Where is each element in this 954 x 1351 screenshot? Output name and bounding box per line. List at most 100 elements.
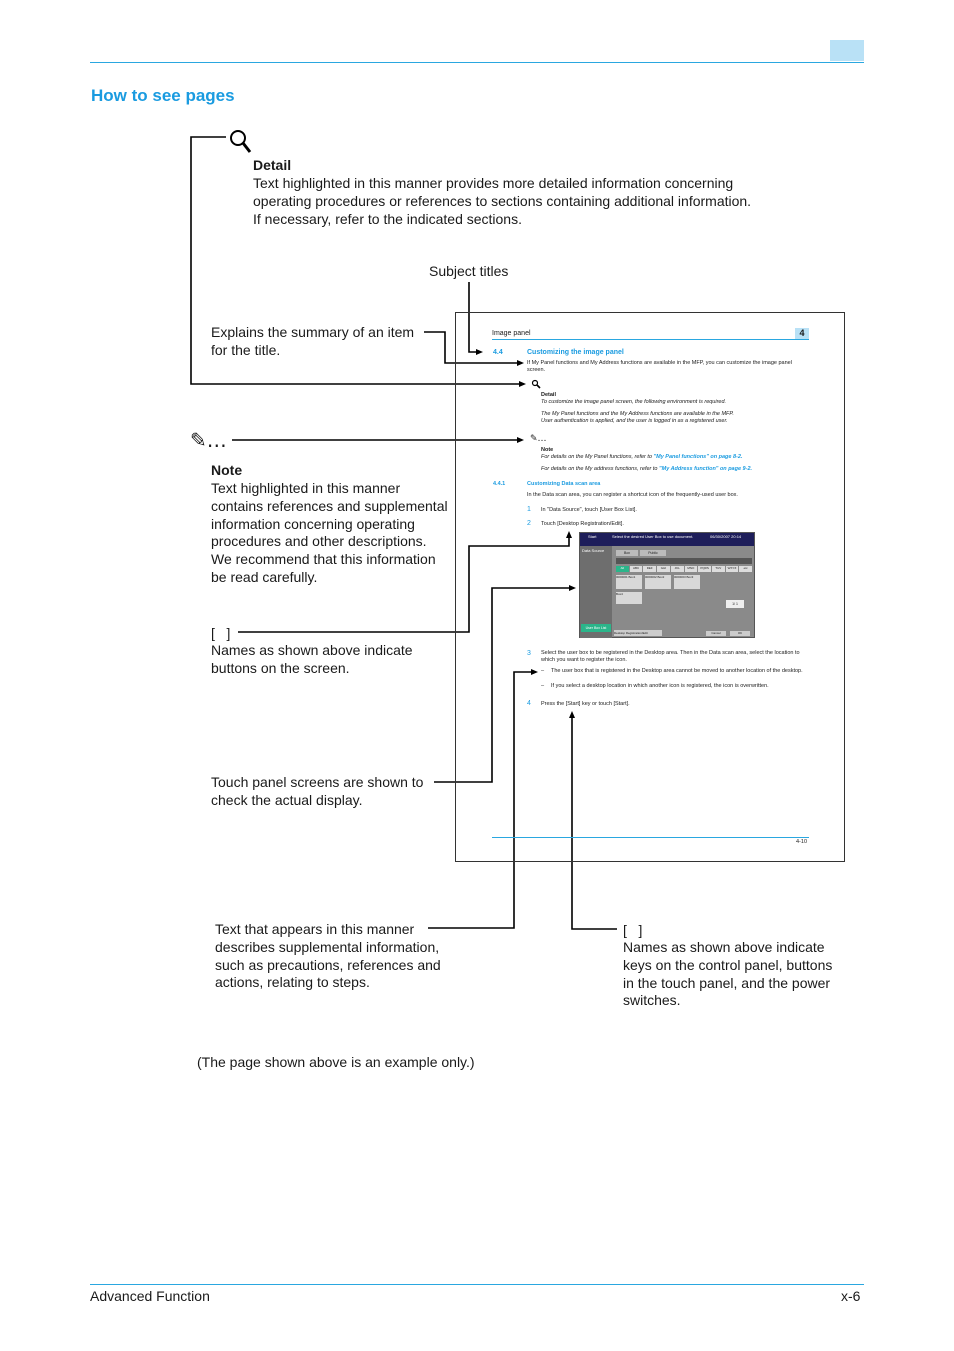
sample-bullet-1-dash: –: [541, 668, 545, 674]
sample-step-1-num: 1: [527, 506, 531, 513]
note-line-1: Text highlighted in this manner: [211, 480, 401, 496]
detail-line-3: If necessary, refer to the indicated sec…: [253, 211, 522, 227]
detail-line-2: operating procedures or references to se…: [253, 193, 752, 209]
sample-detail-line-1: To customize the image panel screen, the…: [541, 399, 727, 405]
footer-page-number: x-6: [841, 1288, 861, 1304]
note-pencil-icon: ✎…: [190, 428, 227, 452]
screen-index-key[interactable]: ABC: [629, 566, 643, 572]
screen-index-key[interactable]: DEF: [643, 566, 657, 572]
footer-rule: [90, 1284, 864, 1285]
sample-touch-screen: Start Select the desired User Box to use…: [579, 532, 755, 638]
sample-detail-line-2: The My Panel functions and the My Addres…: [541, 411, 734, 417]
brackets-screen-symbol: [ ]: [211, 625, 231, 641]
screen-page-indicator: 1/ 1: [726, 600, 744, 608]
screen-index-key[interactable]: All: [616, 566, 629, 572]
screen-ok-button[interactable]: OK: [730, 631, 750, 636]
summary-line-1: Explains the summary of an item: [211, 324, 415, 340]
touch-panel-line-1: Touch panel screens are shown to: [211, 774, 424, 790]
subject-titles-label: Subject titles: [429, 263, 509, 279]
sample-note-line-1-text: For details on the My Panel functions, r…: [541, 454, 654, 460]
screen-box-4[interactable]: Box4: [616, 592, 642, 604]
sample-step-4-num: 4: [527, 700, 531, 707]
screen-box-3[interactable]: 0000003 Box3: [674, 575, 700, 589]
sample-note-line-2-text: For details on the My address functions,…: [541, 466, 660, 472]
screen-box-1[interactable]: 0000001 Box1: [616, 575, 642, 589]
sample-footer-rule: [492, 837, 809, 838]
note-heading: Note: [211, 462, 243, 478]
touch-panel-line: [434, 587, 572, 783]
sample-note-heading: Note: [541, 447, 554, 453]
screen-title-bar: [580, 533, 754, 546]
screen-index-key[interactable]: PQRS: [698, 566, 711, 572]
sample-chapter-tab: 4: [795, 328, 809, 339]
screen-clock: 06/30/2007 20:14: [710, 534, 742, 539]
screen-index-key[interactable]: TUV: [711, 566, 725, 572]
note-line-5: We recommend that this information: [211, 551, 436, 567]
subject-line: [468, 282, 479, 353]
detail-line-1: Text highlighted in this manner provides…: [253, 175, 734, 191]
sample-step-3-num: 3: [527, 650, 531, 657]
sample-section-title: Customizing the image panel: [527, 349, 624, 356]
brackets-screen-line-2: buttons on the screen.: [211, 660, 350, 676]
example-note: (The page shown above is an example only…: [197, 1054, 475, 1070]
supplemental-line-4: actions, relating to steps.: [215, 974, 370, 990]
sample-step-1-text: In "Data Source", touch [User Box List].: [541, 507, 637, 513]
screen-path-bar: [616, 558, 752, 564]
sample-header-rule: [492, 339, 809, 340]
screen-index-key[interactable]: WXYZ: [725, 566, 739, 572]
page-title: How to see pages: [91, 86, 235, 105]
sample-note-link-1[interactable]: "My Panel functions" on page 8-2.: [653, 454, 743, 460]
screen-index-key[interactable]: etc: [739, 566, 753, 572]
detail-line: [190, 136, 522, 385]
screen-index-key[interactable]: GHI: [657, 566, 670, 572]
sample-bullet-1: The user box that is registered in the D…: [551, 668, 803, 674]
sample-subsection-title: Customizing Data scan area: [527, 481, 601, 487]
summary-line: [424, 331, 520, 364]
sample-step-3-text: Select the user box to be registered in …: [541, 650, 800, 663]
brackets-screen-line-1: Names as shown above indicate: [211, 642, 413, 658]
screen-title: Select the desired User Box to use docum…: [612, 534, 694, 539]
supplemental-line-3: such as precautions, references and: [215, 957, 441, 973]
screen-index-key[interactable]: JKL: [670, 566, 684, 572]
footer-left: Advanced Function: [90, 1288, 210, 1304]
sample-note-link-2[interactable]: "My Address function" on page 9-2.: [659, 466, 753, 472]
screen-side-panel: [580, 546, 612, 638]
screen-box-2[interactable]: 0000002 Box2: [645, 575, 671, 589]
supplemental-line: [428, 671, 534, 929]
screen-side-label: Data Source: [582, 548, 605, 553]
note-line-2: contains references and supplemental: [211, 498, 448, 514]
chapter-tab: [830, 40, 864, 61]
supplemental-line-2: describes supplemental information,: [215, 939, 440, 955]
sample-bullet-2-dash: –: [541, 683, 545, 689]
sample-note-line-1: For details on the My Panel functions, r…: [541, 454, 742, 461]
sample-intro: If My Panel functions and My Address fun…: [527, 360, 792, 373]
sample-subsection-num: 4.4.1: [493, 481, 506, 487]
screen-index-key[interactable]: MNO: [684, 566, 698, 572]
screen-start-label: Start: [588, 534, 597, 539]
sample-step-2-text: Touch [Desktop Registration/Edit].: [541, 521, 624, 527]
supplemental-line-1: Text that appears in this manner: [215, 921, 415, 937]
summary-line-2: for the title.: [211, 342, 281, 358]
brackets-keys-line-1: Names as shown above indicate: [623, 939, 825, 955]
screen-tab-box[interactable]: Box: [616, 550, 638, 556]
screen-cancel-button[interactable]: Cancel: [706, 631, 726, 636]
screen-desktop-registration-button[interactable]: Desktop Registration/Edit: [614, 630, 662, 636]
brackets-keys-line: [571, 715, 617, 930]
sample-step-4-text: Press the [Start] key or touch [Start].: [541, 701, 630, 707]
sample-page: [455, 312, 845, 862]
screen-index-keys: All ABC DEF GHI JKL MNO PQRS TUV WXYZ et…: [616, 566, 753, 572]
sample-header: Image panel: [492, 330, 531, 337]
touch-panel-line-2: check the actual display.: [211, 792, 363, 808]
sample-bullet-2: If you select a desktop location in whic…: [551, 683, 769, 689]
screen-user-box-list-button[interactable]: User Box List: [581, 624, 611, 632]
screen-tab-public[interactable]: Public: [640, 550, 666, 556]
note-line-4: procedures and other descriptions.: [211, 533, 427, 549]
brackets-screen-line: [238, 535, 570, 633]
brackets-keys-line-3: in the touch panel, and the power: [623, 975, 831, 991]
brackets-keys-line-4: switches.: [623, 992, 681, 1008]
sample-step-2-num: 2: [527, 520, 531, 527]
sample-page-number: 4-10: [796, 839, 808, 845]
detail-magnifier-icon: [230, 130, 252, 153]
sample-sub-intro: In the Data scan area, you can register …: [527, 492, 738, 498]
